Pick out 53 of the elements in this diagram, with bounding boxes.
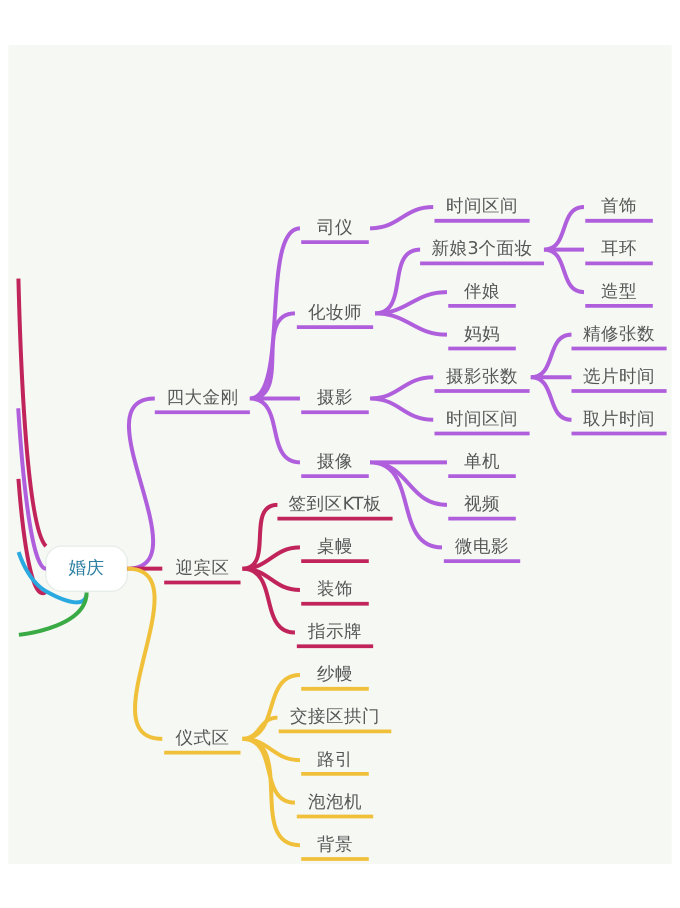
connector (370, 396, 434, 422)
connector (16, 478, 48, 594)
node-text: 摄像 (316, 451, 353, 472)
node-text: 新娘3个面妆 (431, 238, 533, 259)
connector (249, 226, 301, 400)
node-text: 妈妈 (464, 324, 500, 344)
node-text: 单机 (464, 451, 500, 472)
node-text: 交接区拱门 (290, 706, 380, 727)
connector (127, 566, 162, 570)
node-text: 耳环 (601, 238, 638, 259)
connector (530, 374, 572, 379)
node-text: 时间区间 (446, 408, 518, 429)
node-text: 造型 (601, 281, 638, 302)
connector (242, 544, 300, 570)
node-text: 首饰 (601, 196, 638, 216)
node-box: 婚庆 (45, 545, 128, 592)
node-text: 司仪 (316, 217, 353, 238)
node-text: 摄影张数 (446, 366, 518, 386)
node-text: 视频 (464, 494, 500, 514)
connector (126, 566, 163, 740)
node-text: 时间区间 (446, 196, 518, 216)
connector (242, 715, 278, 740)
node-text: 摄影 (316, 388, 353, 408)
connector (374, 310, 448, 336)
node-text: 桌幔 (316, 536, 353, 557)
connector (18, 592, 89, 636)
connector (370, 204, 434, 230)
node-text: 伴娘 (464, 281, 500, 302)
connector (250, 396, 300, 464)
node-text: 纱幔 (316, 664, 353, 684)
node-text: 微电影 (455, 536, 510, 557)
connector (242, 672, 300, 740)
connector (242, 566, 296, 634)
node-text: 泡泡机 (308, 792, 362, 812)
connector (16, 408, 47, 570)
node-text: 迎宾区 (175, 558, 230, 578)
connector (242, 736, 300, 847)
connector (370, 460, 442, 549)
node-text: 装饰 (316, 579, 353, 600)
connector (16, 278, 48, 547)
node-text: 签到区KT板 (288, 494, 382, 514)
node-text: 指示牌 (308, 622, 362, 642)
node-text: 选片时间 (583, 366, 656, 386)
connector (530, 332, 572, 379)
node-text: 精修张数 (583, 324, 656, 344)
node-text: 四大金刚 (166, 388, 238, 408)
node-text: 路引 (316, 749, 353, 770)
connector (242, 566, 300, 592)
node-text: 化妆师 (308, 302, 362, 323)
node-text: 仪式区 (175, 728, 230, 748)
node-text: 取片时间 (583, 408, 656, 429)
node-text: 背景 (316, 834, 353, 854)
connector (544, 247, 584, 252)
